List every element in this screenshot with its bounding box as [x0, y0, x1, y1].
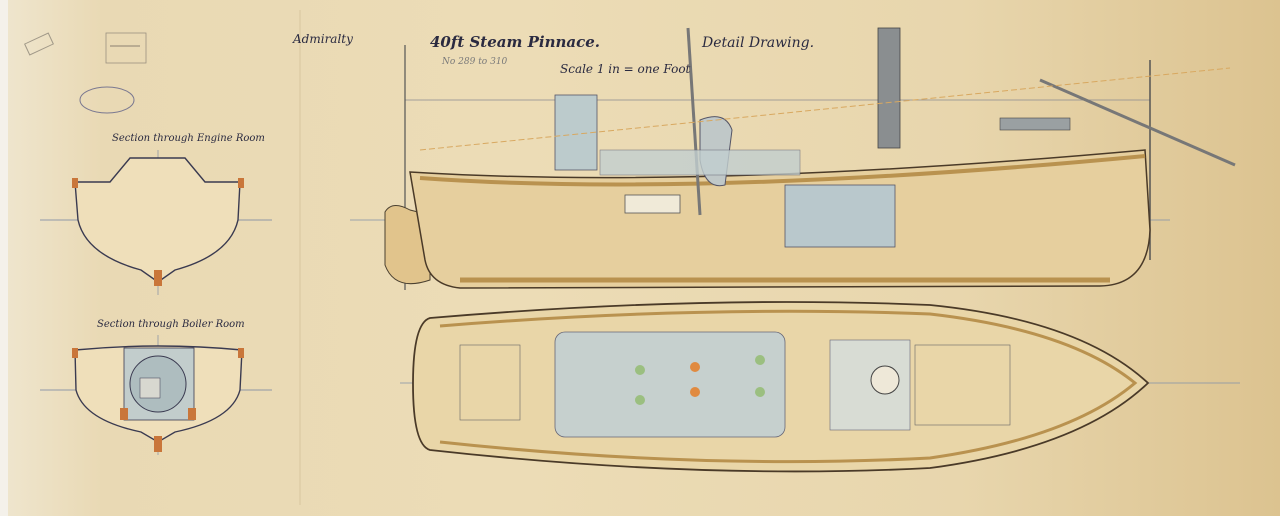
engine-room-plan: [554, 331, 786, 438]
gun: [999, 117, 1071, 131]
boiler-room-section-label: Section through Boiler Room: [97, 319, 245, 330]
engine-room-section-label: Section through Engine Room: [112, 133, 265, 144]
paper-edge: [0, 0, 8, 516]
plan-view: [400, 301, 1240, 473]
boiler: [784, 184, 896, 248]
corner-stamp: [24, 32, 54, 56]
drawing-title: 40ft Steam Pinnace.: [430, 33, 600, 51]
derrick: [1039, 78, 1236, 167]
stamp-box: [105, 32, 147, 64]
oval-stamp: [79, 86, 135, 114]
mast: [686, 27, 702, 216]
boiler-room-section: [40, 335, 272, 455]
department-label: Admiralty: [292, 32, 353, 46]
engine-casing: [554, 94, 598, 171]
pencil-note: No 289 to 310: [441, 57, 508, 67]
engine-room-section: [40, 150, 272, 295]
side-elevation: [350, 27, 1236, 290]
drawing-subtitle: Detail Drawing.: [701, 35, 814, 51]
funnel: [877, 27, 901, 149]
scale-label: Scale 1 in = one Foot: [560, 62, 691, 76]
